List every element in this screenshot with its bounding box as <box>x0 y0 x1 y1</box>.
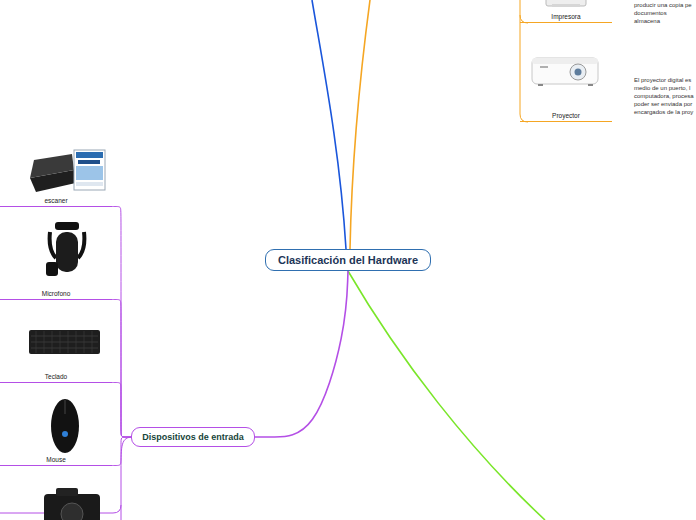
printer-icon <box>546 0 586 6</box>
branch-connector <box>112 207 131 438</box>
note-text-box: El proyector digital es medio de un puer… <box>634 76 694 116</box>
mouse-icon <box>51 399 79 453</box>
note-text-box: producir una copia pe documentos almacen… <box>634 1 694 25</box>
node-text: Dispositivos de entrada <box>142 432 244 442</box>
microphone-icon <box>46 222 84 276</box>
branch-line <box>0 0 545 520</box>
microphone-icon <box>46 262 58 276</box>
node-text: Teclado <box>0 371 112 382</box>
device-item: Proyector <box>520 110 612 122</box>
node-text: escaner <box>0 195 112 206</box>
scanner-icon <box>78 160 100 164</box>
node-text: Proyector <box>520 110 612 121</box>
scanner-icon <box>76 152 103 158</box>
scanner-icon <box>30 150 105 192</box>
camera-icon <box>61 503 83 520</box>
branch-connector <box>112 383 131 438</box>
keyboard-icon <box>31 336 98 348</box>
main-branch-topic: Dispositivos de entrada <box>131 427 255 447</box>
branch-connector <box>255 271 348 437</box>
branch-connector <box>112 437 131 466</box>
keyboard-icon <box>29 330 100 354</box>
projector-icon <box>532 58 598 86</box>
camera-icon <box>56 488 78 496</box>
mouse-icon <box>51 399 79 453</box>
scanner-icon <box>30 154 74 178</box>
node-text: Clasificación del Hardware <box>278 254 418 266</box>
projector-icon <box>575 69 582 76</box>
keyboard-icon <box>36 331 92 353</box>
microphone-icon <box>78 232 84 258</box>
keyboard-icon <box>29 330 100 354</box>
mouse-icon <box>65 400 66 414</box>
branch-line <box>520 15 528 122</box>
microphone-icon <box>56 232 78 272</box>
device-item: Teclado <box>0 371 112 383</box>
projector-icon <box>570 64 586 80</box>
branch-line <box>121 437 133 520</box>
projector-icon <box>532 58 598 64</box>
microphone-icon <box>50 232 56 258</box>
node-text: Mouse <box>0 454 112 465</box>
node-text: Microfono <box>0 288 112 299</box>
projector-icon <box>538 84 543 86</box>
branch-line <box>312 0 346 249</box>
branch-line <box>350 0 370 249</box>
central-topic: Clasificación del Hardware <box>265 249 431 271</box>
device-item: Impresora <box>520 11 612 23</box>
branch-line <box>348 271 545 520</box>
camera-icon <box>44 494 100 520</box>
printer-icon <box>552 4 580 7</box>
projector-icon <box>532 58 598 84</box>
note-text: producir una copia pe documentos almacen… <box>634 1 694 25</box>
projector-icon <box>588 84 593 86</box>
device-item: Microfono <box>0 288 112 300</box>
microphone-icon <box>55 222 79 230</box>
scanner-icon <box>76 166 103 180</box>
camera-icon <box>44 488 100 520</box>
projector-icon <box>540 66 548 68</box>
scanner-icon <box>74 150 105 190</box>
branch-connector <box>112 300 131 438</box>
branch-line <box>520 0 528 23</box>
note-text: El proyector digital es medio de un puer… <box>634 76 694 116</box>
printer-icon <box>546 0 586 7</box>
device-item: escaner <box>0 195 112 207</box>
mouse-icon <box>62 431 68 437</box>
scanner-icon <box>76 182 103 186</box>
node-text: Impresora <box>520 11 612 22</box>
device-item: Mouse <box>0 454 112 466</box>
